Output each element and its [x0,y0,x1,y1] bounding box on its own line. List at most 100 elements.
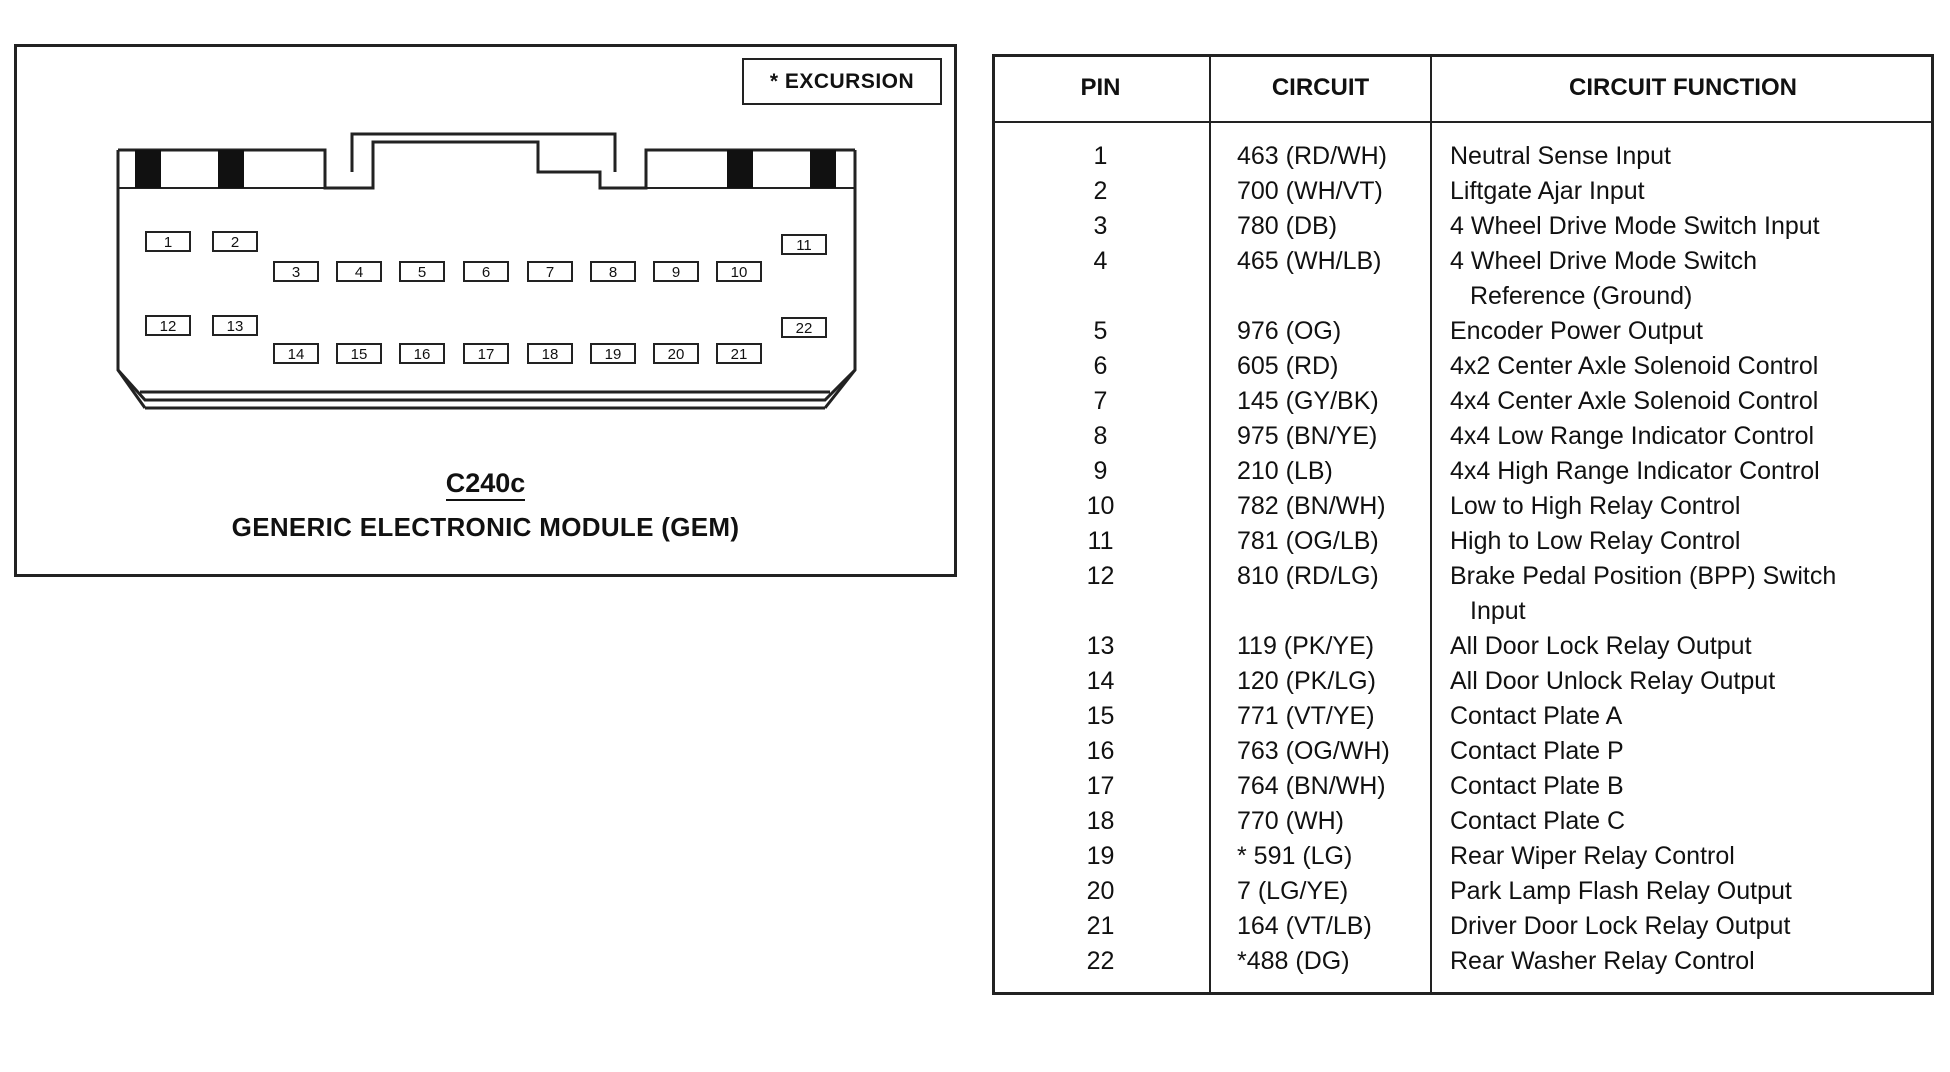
column-divider [1209,54,1211,995]
svg-text:1: 1 [164,234,172,251]
function-cell: High to Low Relay Control [1450,527,1741,555]
circuit-cell: 975 (BN/YE) [1237,422,1378,450]
circuit-cell: 780 (DB) [1237,212,1338,240]
svg-text:5: 5 [418,264,426,281]
function-cell: 4x4 Low Range Indicator Control [1450,422,1815,450]
table-row: 8 975 (BN/YE) 4x4 Low Range Indicator Co… [992,422,1934,457]
svg-text:4: 4 [355,264,363,281]
pin-cavity: 11 [781,234,827,255]
pin-cavity: 13 [212,315,258,336]
circuit-cell: 145 (GY/BK) [1237,387,1379,415]
svg-text:14: 14 [288,346,305,363]
pin-cavity: 17 [463,343,509,364]
function-cell: Rear Washer Relay Control [1450,947,1755,975]
circuit-cell: 770 (WH) [1237,807,1344,835]
svg-text:18: 18 [542,346,559,363]
table-row: 22 *488 (DG) Rear Washer Relay Control [992,947,1934,982]
svg-text:11: 11 [796,237,812,254]
table-row: 21 164 (VT/LB) Driver Door Lock Relay Ou… [992,912,1934,947]
pin-cell: 20 [1086,877,1115,905]
pin-cavity: 20 [653,343,699,364]
function-cell-continued: Reference (Ground) [1470,282,1693,310]
pin-cavity: 14 [273,343,319,364]
table-row: 4 465 (WH/LB) 4 Wheel Drive Mode Switch … [992,247,1934,310]
pin-cavity: 3 [273,261,319,282]
circuit-cell: 463 (RD/WH) [1237,142,1388,170]
svg-text:9: 9 [672,264,680,281]
circuit-cell: 465 (WH/LB) [1237,247,1382,275]
pin-cell: 5 [1093,317,1108,345]
pin-cavity: 21 [716,343,762,364]
function-cell: Park Lamp Flash Relay Output [1450,877,1792,905]
svg-text:6: 6 [482,264,490,281]
table-row: 15 771 (VT/YE) Contact Plate A [992,702,1934,737]
function-cell: 4x4 High Range Indicator Control [1450,457,1820,485]
circuit-cell: 700 (WH/VT) [1237,177,1383,205]
table-row: 3 780 (DB) 4 Wheel Drive Mode Switch Inp… [992,212,1934,247]
connector-corner-left [116,369,147,409]
pin-cavity: 7 [527,261,573,282]
pin-cell: 15 [1086,702,1115,730]
function-cell: Liftgate Ajar Input [1450,177,1645,205]
pin-cell: 12 [1086,562,1115,590]
pin-cell: 10 [1086,492,1115,520]
svg-text:8: 8 [609,264,617,281]
function-cell: Neutral Sense Input [1450,142,1671,170]
pin-cell: 1 [1093,142,1108,170]
header-circuit-function: CIRCUIT FUNCTION [1569,74,1797,101]
header-pin: PIN [1080,74,1121,101]
circuit-cell: 810 (RD/LG) [1237,562,1379,590]
table-row: 16 763 (OG/WH) Contact Plate P [992,737,1934,772]
table-row: 14 120 (PK/LG) All Door Unlock Relay Out… [992,667,1934,702]
pin-cell: 6 [1093,352,1108,380]
function-cell: Brake Pedal Position (BPP) Switch [1450,562,1837,590]
circuit-cell: * 591 (LG) [1237,842,1353,870]
pin-cell: 16 [1086,737,1115,765]
function-cell: All Door Lock Relay Output [1450,632,1752,660]
pin-cell: 3 [1093,212,1108,240]
circuit-cell: 120 (PK/LG) [1237,667,1376,695]
svg-text:7: 7 [546,264,554,281]
pin-cell: 2 [1093,177,1108,205]
function-cell: 4x4 Center Axle Solenoid Control [1450,387,1819,415]
circuit-cell: 763 (OG/WH) [1237,737,1390,765]
connector-diagram: 1 2 3 4 5 6 7 8 9 10 11 12 13 14 15 16 1… [116,132,857,410]
table-row: 7 145 (GY/BK) 4x4 Center Axle Solenoid C… [992,387,1934,422]
key-block [727,150,753,188]
circuit-cell: 7 (LG/YE) [1237,877,1349,905]
function-cell: 4 Wheel Drive Mode Switch [1450,247,1758,275]
circuit-cell: 605 (RD) [1237,352,1339,380]
circuit-cell: 781 (OG/LB) [1237,527,1379,555]
svg-text:21: 21 [731,346,748,363]
svg-text:15: 15 [351,346,368,363]
connector-corner-right [823,369,857,409]
svg-text:17: 17 [478,346,495,363]
table-row: 18 770 (WH) Contact Plate C [992,807,1934,842]
key-block [218,150,244,188]
pin-cavity: 15 [336,343,382,364]
function-cell: Rear Wiper Relay Control [1450,842,1735,870]
pin-cavity: 19 [590,343,636,364]
table-row: 19 * 591 (LG) Rear Wiper Relay Control [992,842,1934,877]
header-circuit: CIRCUIT [1271,74,1370,101]
pin-cell: 11 [1087,527,1114,555]
pin-cavity: 5 [399,261,445,282]
table-row: 13 119 (PK/YE) All Door Lock Relay Outpu… [992,632,1934,667]
table-row: 12 810 (RD/LG) Brake Pedal Position (BPP… [992,562,1934,625]
connector-code: C240c [14,468,957,501]
pin-cell: 13 [1086,632,1115,660]
svg-text:3: 3 [292,264,300,281]
function-cell: 4 Wheel Drive Mode Switch Input [1450,212,1820,240]
pin-cell: 8 [1093,422,1108,450]
function-cell: Driver Door Lock Relay Output [1450,912,1791,940]
pin-cavity: 1 [145,231,191,252]
circuit-cell: 119 (PK/YE) [1237,632,1375,660]
table-row: 5 976 (OG) Encoder Power Output [992,317,1934,352]
excursion-legend: * EXCURSION [742,58,942,105]
pinout-table [992,54,1934,995]
key-block [810,150,836,188]
svg-text:13: 13 [227,318,244,335]
connector-housing-body [116,150,857,402]
table-row: 6 605 (RD) 4x2 Center Axle Solenoid Cont… [992,352,1934,387]
function-cell: Encoder Power Output [1450,317,1703,345]
